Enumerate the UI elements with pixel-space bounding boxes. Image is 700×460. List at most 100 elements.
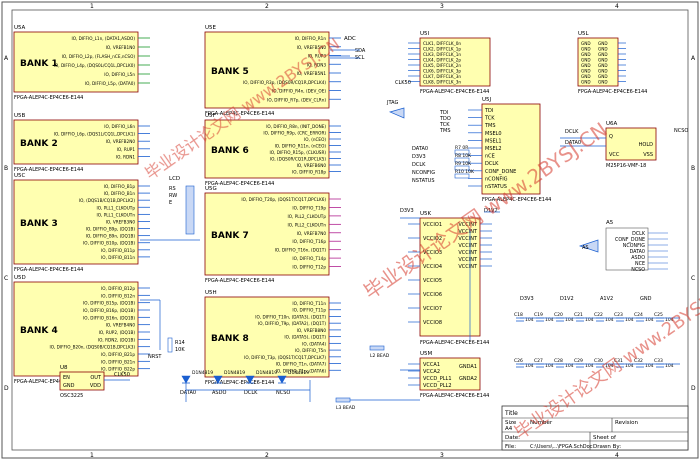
file-value: C:\Users\...\FPGA.SchDoc <box>530 444 593 450</box>
config-net-label: DATA0 <box>412 146 428 152</box>
clk-body <box>419 37 491 87</box>
power-pin-label: VCCIO4 <box>423 264 442 270</box>
bank-pin-label: IO, DIFFIO_T14p <box>292 256 326 261</box>
gnd-pin-label: GND <box>598 69 608 74</box>
lcd-bus <box>185 185 195 235</box>
cap-ref: C27 <box>534 358 543 364</box>
bank-title: BANK 4 <box>20 326 58 336</box>
clk-part: FPGA-ALEP4C-EP4CE6-E144 <box>420 89 489 95</box>
bank-title: BANK 2 <box>20 139 58 149</box>
vccint-pin-label: VCCINT <box>458 222 478 228</box>
power-net-3v3: D3V3 <box>400 208 414 214</box>
bank-part: FPGA-ALEP4C-EP4CE6-E144 <box>205 380 274 386</box>
revision-label: Revision <box>615 420 638 426</box>
bank-pin-label: IO, RUP3 <box>308 54 327 59</box>
as-ref: A5 <box>606 220 614 226</box>
config-ref: U5J <box>482 97 492 103</box>
cap-ref: C33 <box>654 358 663 364</box>
bank-part: FPGA-ALEP4C-EP4CE6-E144 <box>14 379 83 385</box>
bank-pin-label: IO, DIFFIO_T16p <box>292 239 326 244</box>
osc-pin-label: EN <box>63 375 70 381</box>
inductor-label: L3 BEAD <box>336 405 356 411</box>
config-body <box>481 103 541 195</box>
jtag-label: JTAG <box>386 100 398 106</box>
cap-value: 104 <box>665 363 674 369</box>
bank-pin-label: IO, (DATA5), (DQ1T) <box>284 335 326 340</box>
flash-ref: U6A <box>606 121 618 127</box>
clk-pin-label: CLK5, DIFFCLK_2n <box>423 63 461 68</box>
bank-pin-label: IO, VREFB6N0 <box>297 163 327 168</box>
reset-ref: R14 <box>175 340 185 346</box>
config-resistor-label: R9 10K <box>455 161 472 167</box>
power-pin-label: VCCIO6 <box>423 292 442 298</box>
cap-ref: C24 <box>634 312 643 318</box>
clk-net: CLK50 <box>395 80 411 86</box>
osc-pin-label: GND <box>63 383 75 389</box>
led-net-label: ASDO <box>212 390 226 396</box>
flash-body <box>605 127 657 161</box>
bank-pin-label: IO, DIFFIO_B12n <box>101 293 135 298</box>
cap-ref: C26 <box>514 358 523 364</box>
led-diode <box>277 375 287 384</box>
cap-ref: C30 <box>594 358 603 364</box>
bank-pin-label: IO, RDN2, (DQ1B) <box>98 337 135 342</box>
bank-ref: U5F <box>205 113 216 119</box>
bead-inductor <box>335 397 351 403</box>
bank-pin-label: IO, DIFFIO_L6n <box>104 124 135 129</box>
row-label-right: C <box>691 275 695 282</box>
power-net-1v2: D1V2 <box>484 208 498 214</box>
row-label-right: B <box>691 165 695 172</box>
clk-pin-label: CLK7, DIFFCLK_3n <box>423 74 461 79</box>
col-label-bottom: 3 <box>440 452 444 459</box>
lcd-pin-label: RW <box>169 193 177 199</box>
power-pin-label: VCCIO8 <box>423 320 442 326</box>
cap-value: 104 <box>625 363 634 369</box>
wires <box>104 49 680 402</box>
config-pin-label: MSEL1 <box>485 138 502 144</box>
col-label-bottom: 4 <box>615 452 619 459</box>
config-net-label: NSTATUS <box>412 178 435 184</box>
clk-ref: U5I <box>420 31 430 37</box>
bank-ref: U5B <box>14 113 26 119</box>
gnd-pin-label: GND <box>581 80 591 85</box>
config-pin-label: TCK <box>484 116 495 122</box>
bank-ref: U5G <box>205 186 217 192</box>
config-resistor <box>454 149 470 155</box>
bank-pin-label: IO, DIFFIO_L5p, (DATA0) <box>85 81 135 86</box>
as-pin-label: NCONFIG <box>623 243 645 249</box>
pll-gnd-label: GNDA2 <box>459 376 477 382</box>
gnd-pin-label: GND <box>581 52 591 57</box>
config-resistor <box>454 173 470 179</box>
gnd-block-ref: U5L <box>578 31 590 37</box>
bank-pin-label: IO, DIFFIO_T1p, (DATA6) <box>276 368 327 373</box>
cap-ref: C32 <box>634 358 643 364</box>
gnd-pin-label: GND <box>598 74 608 79</box>
bank-pin-label: IO, DIFFIO_B21n <box>101 359 135 364</box>
cap-value: 104 <box>645 363 654 369</box>
config-net-label: DCLK <box>412 162 426 168</box>
cap-ref: C29 <box>574 358 583 364</box>
flash-part: M25P16-VMF-18 <box>606 163 646 169</box>
jtag-label: TCK <box>439 122 450 128</box>
as-body <box>605 227 649 271</box>
bank-part: FPGA-ALEP4C-EP4CE6-E144 <box>205 111 274 117</box>
bank-body <box>13 281 139 377</box>
bank-body <box>204 192 330 276</box>
bank-pin-label: IO, VREFB5N0 <box>297 45 327 50</box>
bank-body <box>13 31 139 93</box>
cap-value: 104 <box>645 317 654 323</box>
cap-ref: C23 <box>614 312 623 318</box>
bank-ref: U5H <box>205 290 217 296</box>
cap-ref: C18 <box>514 312 523 318</box>
bank-pin-label: IO, (DQS0R/CQ1R,DPCLK5) <box>270 157 327 162</box>
cap-value: 104 <box>605 363 614 369</box>
led-net-label: DATA0 <box>180 390 196 396</box>
bank-pin-label: IO, DIFFIO_R3p, (DQS0R/CQ1R,DPCLK4) <box>243 80 326 85</box>
